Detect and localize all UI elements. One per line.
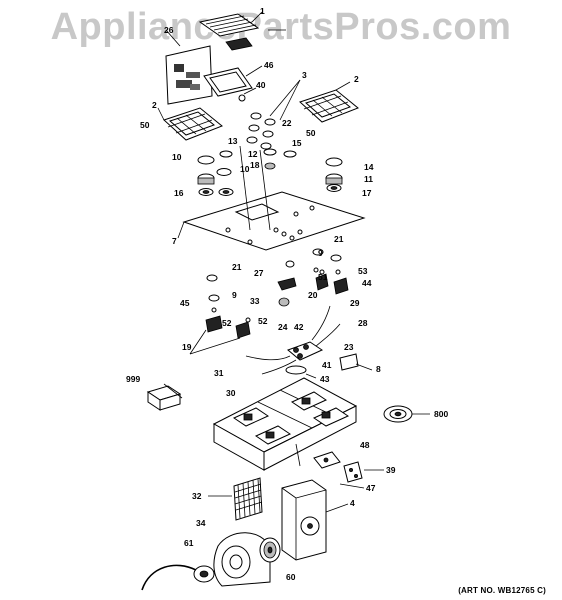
callout-21-left: 21 — [232, 262, 242, 272]
callout-10-right: 10 — [240, 164, 250, 174]
part-motor — [141, 564, 215, 591]
callout-28: 28 — [358, 318, 368, 328]
callout-16: 16 — [174, 188, 184, 198]
callout-15: 15 — [292, 138, 302, 148]
callout-61: 61 — [184, 538, 194, 548]
callout-19: 19 — [182, 342, 192, 352]
callout-10-left: 10 — [172, 152, 182, 162]
callout-13: 13 — [228, 136, 238, 146]
callout-3: 3 — [302, 70, 307, 80]
callout-48: 48 — [360, 440, 370, 450]
part-fan-wheel — [259, 537, 281, 563]
part-gasket — [203, 65, 263, 97]
callout-40: 40 — [256, 80, 266, 90]
part-burner-caps-small — [246, 79, 301, 150]
part-manifold — [245, 305, 359, 375]
callout-39: 39 — [386, 465, 396, 475]
callout-1: 1 — [260, 6, 265, 16]
callout-2-right: 2 — [354, 74, 359, 84]
part-mesh-filter — [233, 477, 263, 521]
callout-46: 46 — [264, 60, 274, 70]
callout-44: 44 — [362, 278, 372, 288]
callout-45: 45 — [180, 298, 190, 308]
part-blower — [213, 532, 271, 587]
callout-52-right: 52 — [258, 316, 268, 326]
callout-8: 8 — [376, 364, 381, 374]
callout-24: 24 — [278, 322, 288, 332]
leader-lines — [163, 29, 430, 513]
callout-41: 41 — [322, 360, 332, 370]
callout-43: 43 — [320, 374, 330, 384]
callout-26: 26 — [164, 25, 174, 35]
callout-30: 30 — [226, 388, 236, 398]
callout-51: 51 — [318, 272, 328, 282]
callout-27: 27 — [254, 268, 264, 278]
callout-18: 18 — [250, 160, 260, 170]
callout-31: 31 — [214, 368, 224, 378]
callout-29: 29 — [350, 298, 360, 308]
callout-50-right: 50 — [306, 128, 316, 138]
part-grate-right — [299, 81, 359, 123]
part-burners-left — [197, 150, 234, 196]
callout-9-right: 9 — [318, 248, 323, 258]
callout-7: 7 — [172, 236, 177, 246]
part-label-card — [165, 29, 213, 105]
callout-23: 23 — [344, 342, 354, 352]
callout-800: 800 — [434, 409, 448, 419]
part-valves — [205, 248, 349, 339]
callout-21-right: 21 — [334, 234, 344, 244]
callout-20: 20 — [308, 290, 318, 300]
callout-50-left: 50 — [140, 120, 150, 130]
callout-33: 33 — [250, 296, 260, 306]
part-burner-box — [212, 377, 358, 471]
part-cooktop-panel — [177, 145, 366, 251]
callout-11: 11 — [364, 174, 373, 184]
callout-42: 42 — [294, 322, 304, 332]
callout-34: 34 — [196, 518, 206, 528]
callout-4: 4 — [350, 498, 355, 508]
callout-999: 999 — [126, 374, 140, 384]
callout-22: 22 — [282, 118, 292, 128]
callout-14: 14 — [364, 162, 374, 172]
callout-labels: 1 26 46 3 40 2 2 22 50 50 13 15 10 10 12… — [126, 6, 448, 582]
part-fan-housing — [281, 479, 327, 561]
callout-2-left: 2 — [152, 100, 157, 110]
callout-52-left: 52 — [222, 318, 232, 328]
callout-53: 53 — [358, 266, 368, 276]
part-grille-vent — [198, 11, 263, 51]
callout-60: 60 — [286, 572, 296, 582]
callout-47: 47 — [366, 483, 376, 493]
part-grate-left — [157, 107, 223, 141]
part-burners-right — [263, 148, 343, 192]
part-kit-box — [146, 385, 182, 411]
part-800-disc — [383, 405, 413, 423]
callout-17: 17 — [362, 188, 372, 198]
art-number: (ART NO. WB12765 C) — [458, 586, 546, 595]
callout-32: 32 — [192, 491, 202, 501]
callout-9-left: 9 — [232, 290, 237, 300]
callout-12: 12 — [248, 149, 258, 159]
part-39-block — [343, 461, 363, 483]
